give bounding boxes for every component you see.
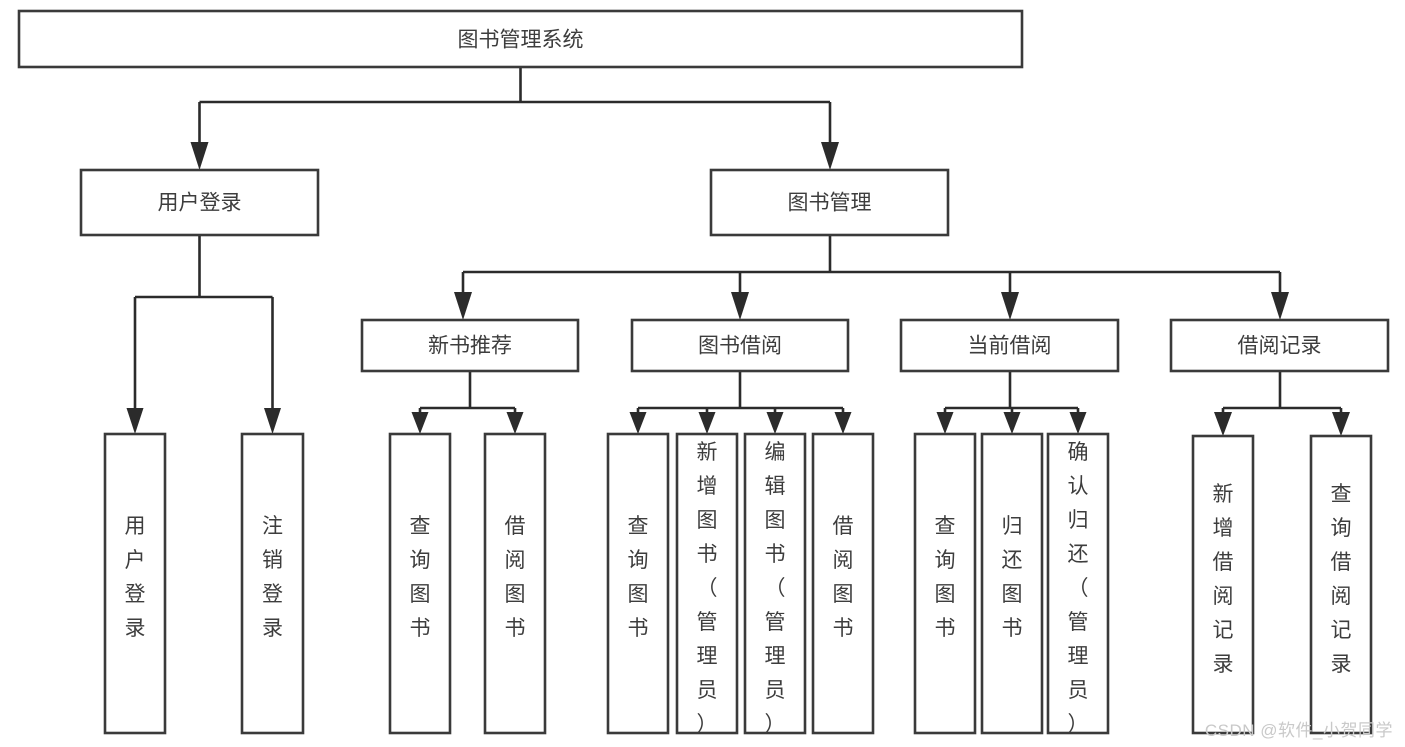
leaf-borrow-book-1-label: 借阅图书 xyxy=(505,515,526,640)
leaf-add-record[interactable]: 新增借阅记录 xyxy=(1191,434,1255,735)
leaf-query-book-3-box[interactable] xyxy=(913,432,977,735)
node-book-manage[interactable]: 图书管理 xyxy=(709,168,950,237)
arrowhead-leaf-user-login xyxy=(126,408,144,434)
leaf-query-record[interactable]: 查询借阅记录 xyxy=(1309,434,1373,735)
leaf-add-record-box[interactable] xyxy=(1191,434,1255,735)
node-new-book-recommend-label: 新书推荐 xyxy=(428,335,512,358)
arrowhead-leaf-query-book-1 xyxy=(411,412,429,434)
leaf-query-book-3-label: 查询图书 xyxy=(935,515,956,640)
leaf-edit-book-label: 编辑图书（管理员） xyxy=(765,441,786,736)
node-borrow-record-label: 借阅记录 xyxy=(1238,335,1322,358)
leaf-borrow-book-2-label: 借阅图书 xyxy=(833,515,854,640)
arrowhead-leaf-add-book xyxy=(698,412,716,434)
leaf-query-record-box[interactable] xyxy=(1309,434,1373,735)
leaf-confirm-return-box[interactable] xyxy=(1046,432,1110,735)
leaf-add-book-label: 新增图书（管理员） xyxy=(697,441,718,736)
arrowhead-leaf-query-book-2 xyxy=(629,412,647,434)
node-borrow-record-box[interactable] xyxy=(1169,318,1390,373)
node-current-borrow[interactable]: 当前借阅 xyxy=(899,318,1120,373)
leaf-query-book-2-box[interactable] xyxy=(606,432,670,735)
node-root-box[interactable] xyxy=(17,9,1024,69)
connector-group-root xyxy=(190,67,839,170)
node-user-login-box[interactable] xyxy=(79,168,320,237)
leaf-user-login[interactable]: 用户登录 xyxy=(103,432,167,735)
leaf-borrow-book-2[interactable]: 借阅图书 xyxy=(811,432,875,735)
leaf-return-book-label: 归还图书 xyxy=(1002,515,1023,640)
node-new-book-recommend-box[interactable] xyxy=(360,318,580,373)
arrowhead-user-login xyxy=(190,142,209,170)
leaf-edit-book[interactable]: 编辑图书（管理员） xyxy=(743,432,807,736)
node-book-manage-box[interactable] xyxy=(709,168,950,237)
leaf-query-book-1-box[interactable] xyxy=(388,432,452,735)
arrowhead-leaf-logout xyxy=(264,408,281,434)
connector-group-book-manage xyxy=(454,235,1289,320)
arrowhead-book-manage xyxy=(821,142,839,170)
arrowhead-leaf-borrow-book-1 xyxy=(506,412,524,434)
leaf-borrow-book-2-box[interactable] xyxy=(811,432,875,735)
node-book-borrow-label: 图书借阅 xyxy=(698,335,782,358)
leaf-edit-book-box[interactable] xyxy=(743,432,807,735)
leaf-logout-label: 注销登录 xyxy=(262,515,283,640)
node-root-label: 图书管理系统 xyxy=(458,29,584,52)
leaf-confirm-return-label: 确认归还（管理员） xyxy=(1068,441,1089,736)
arrowhead-borrow-record xyxy=(1271,292,1289,320)
arrowhead-leaf-return-book xyxy=(1003,412,1021,434)
leaf-return-book[interactable]: 归还图书 xyxy=(980,432,1044,735)
connector-group-borrow-record xyxy=(1214,371,1350,436)
node-user-login-label: 用户登录 xyxy=(158,192,242,215)
leaf-logout-box[interactable] xyxy=(240,432,305,735)
leaf-confirm-return[interactable]: 确认归还（管理员） xyxy=(1046,432,1110,736)
node-current-borrow-label: 当前借阅 xyxy=(968,335,1052,358)
leaf-add-book[interactable]: 新增图书（管理员） xyxy=(675,432,739,736)
arrowhead-leaf-confirm-return xyxy=(1069,412,1087,434)
node-borrow-record[interactable]: 借阅记录 xyxy=(1169,318,1390,373)
node-user-login[interactable]: 用户登录 xyxy=(79,168,320,237)
node-new-book-recommend[interactable]: 新书推荐 xyxy=(360,318,580,373)
node-book-borrow[interactable]: 图书借阅 xyxy=(630,318,850,373)
leaf-user-login-label: 用户登录 xyxy=(125,515,146,640)
node-book-manage-label: 图书管理 xyxy=(788,192,872,215)
leaf-add-book-box[interactable] xyxy=(675,432,739,735)
leaf-query-book-1[interactable]: 查询图书 xyxy=(388,432,452,735)
node-root[interactable]: 图书管理系统 xyxy=(17,9,1024,69)
connector-group-current-borrow xyxy=(936,371,1087,434)
arrowhead-new-book-recommend xyxy=(454,292,472,320)
leaf-query-book-1-label: 查询图书 xyxy=(410,515,431,640)
leaf-query-record-label: 查询借阅记录 xyxy=(1331,483,1352,676)
node-book-borrow-box[interactable] xyxy=(630,318,850,373)
leaf-query-book-2-label: 查询图书 xyxy=(628,515,649,640)
arrowhead-leaf-query-book-3 xyxy=(936,412,954,434)
connector-group-new-book-recommend xyxy=(411,371,524,434)
arrowhead-leaf-query-record xyxy=(1332,412,1350,436)
connector-group-user-login xyxy=(126,235,281,434)
node-current-borrow-box[interactable] xyxy=(899,318,1120,373)
leaf-logout[interactable]: 注销登录 xyxy=(240,432,305,735)
leaf-borrow-book-1[interactable]: 借阅图书 xyxy=(483,432,547,735)
connector-group-book-borrow xyxy=(629,371,852,434)
leaf-query-book-2[interactable]: 查询图书 xyxy=(606,432,670,735)
arrowhead-book-borrow xyxy=(731,292,749,320)
arrowhead-leaf-edit-book xyxy=(766,412,784,434)
arrowhead-leaf-borrow-book-2 xyxy=(834,412,852,434)
leaf-add-record-label: 新增借阅记录 xyxy=(1213,483,1234,676)
arrowhead-current-borrow xyxy=(1001,292,1019,320)
arrowhead-leaf-add-record xyxy=(1214,412,1232,436)
leaf-return-book-box[interactable] xyxy=(980,432,1044,735)
leaf-query-book-3[interactable]: 查询图书 xyxy=(913,432,977,735)
leaf-user-login-box[interactable] xyxy=(103,432,167,735)
leaf-borrow-book-1-box[interactable] xyxy=(483,432,547,735)
